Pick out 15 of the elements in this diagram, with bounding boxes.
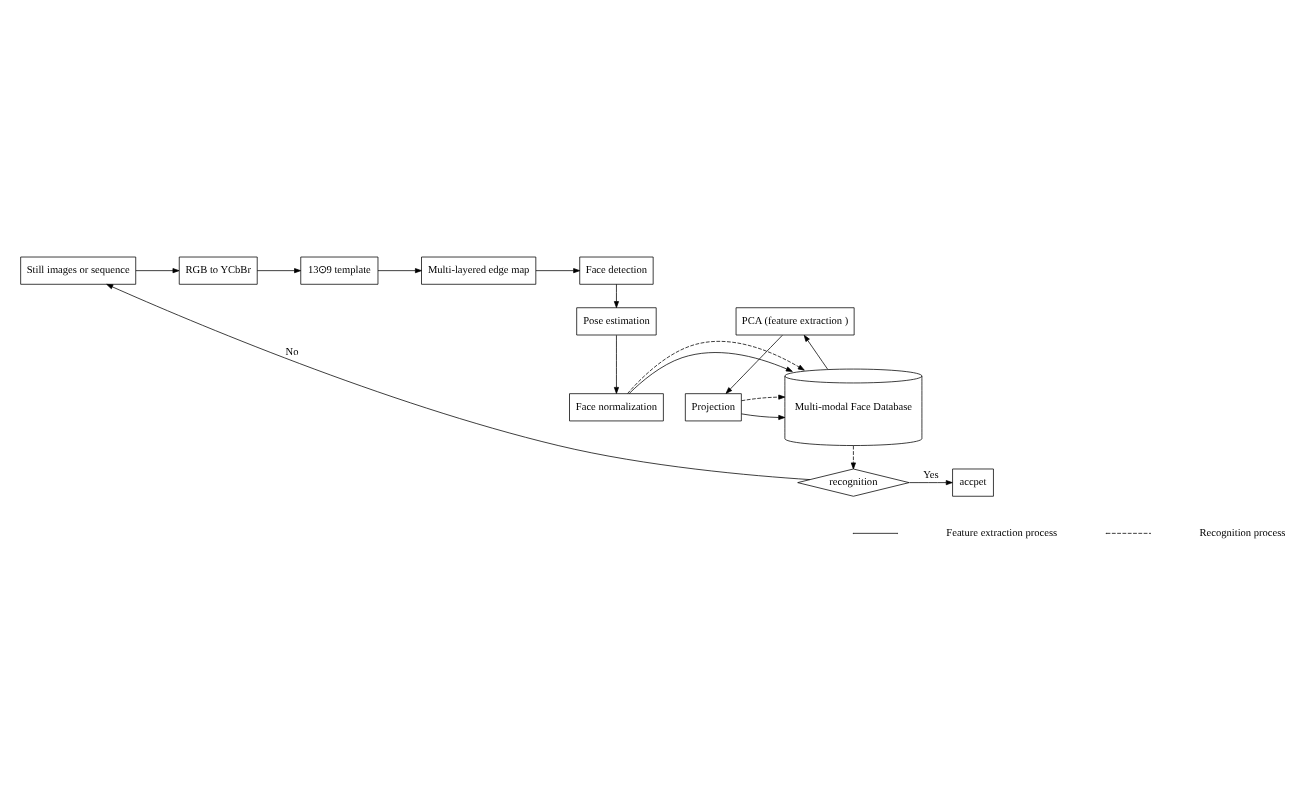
arrow — [535, 268, 581, 274]
arrow — [741, 413, 786, 420]
arrow — [850, 445, 856, 470]
arrow — [613, 334, 619, 394]
arrow — [725, 334, 783, 394]
arrow — [377, 268, 422, 274]
arrow — [135, 268, 180, 274]
arrow — [803, 334, 828, 370]
arrow — [628, 352, 793, 394]
arrow — [256, 268, 301, 274]
arrow — [908, 480, 953, 486]
arrow — [613, 283, 619, 308]
arrow — [627, 341, 805, 394]
arrow — [106, 283, 811, 480]
arrow — [741, 394, 786, 402]
